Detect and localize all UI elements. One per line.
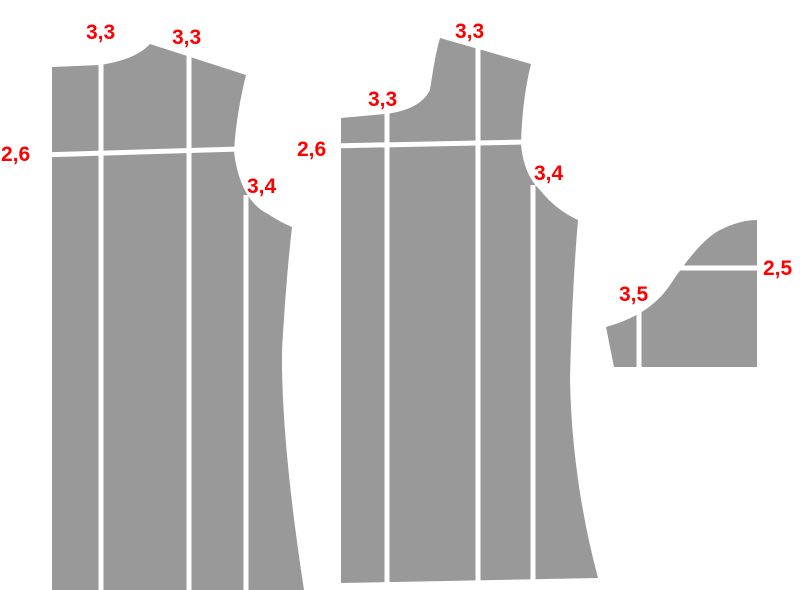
back-shoulder-left-label: 3,3 [86, 21, 115, 44]
front-armhole-label: 3,4 [534, 162, 564, 185]
back-yoke-label: 2,6 [1, 143, 30, 166]
sleeve-cap-label: 2,5 [763, 257, 793, 280]
front-shoulder-label: 3,3 [368, 88, 397, 111]
front-pattern-piece: 3,3 3,3 2,6 3,4 [297, 20, 598, 590]
front-yoke-label: 2,6 [297, 138, 326, 161]
front-yoke-seam [329, 139, 526, 149]
back-pattern-piece: 3,3 3,3 2,6 3,4 [1, 21, 304, 590]
back-armhole-label: 3,4 [247, 175, 277, 198]
sleeve-underarm-label: 3,5 [619, 283, 649, 306]
sleeve-piece-shape [606, 220, 757, 367]
back-yoke-seam [39, 146, 241, 158]
front-neck-label: 3,3 [455, 20, 484, 43]
back-shoulder-right-label: 3,3 [172, 26, 201, 49]
sleeve-pattern-piece: 2,5 3,5 [606, 220, 793, 372]
front-piece-shape [341, 38, 598, 583]
back-piece-shape [52, 44, 304, 590]
